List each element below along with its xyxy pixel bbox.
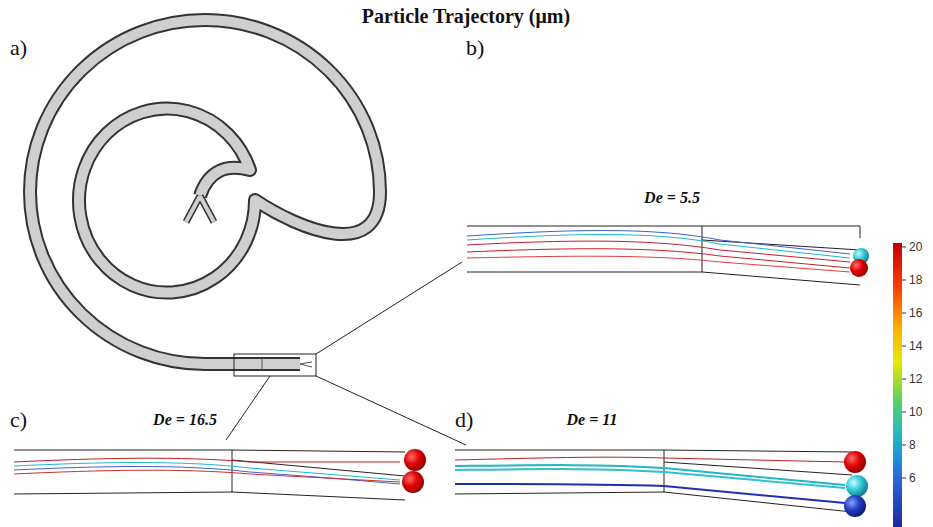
panel-letter: c) bbox=[10, 407, 27, 433]
outlet-view-b bbox=[467, 226, 869, 285]
color-bar-value: 8 bbox=[909, 438, 916, 452]
color-bar-value: 20 bbox=[909, 240, 922, 254]
spiral-channel bbox=[30, 20, 380, 370]
color-bar bbox=[893, 243, 902, 527]
panel-letter: d) bbox=[455, 407, 473, 433]
color-bar-value: 18 bbox=[909, 273, 922, 287]
outlet-view-d bbox=[455, 450, 868, 517]
zoom-lines bbox=[226, 262, 466, 445]
zoom-box bbox=[234, 354, 316, 376]
panel-letter: b) bbox=[466, 35, 484, 61]
dean-number: De = 16.5 bbox=[153, 411, 217, 429]
dean-number: De = 11 bbox=[567, 411, 618, 429]
panel-letter: a) bbox=[10, 35, 27, 61]
dean-number: De = 5.5 bbox=[644, 189, 700, 207]
color-bar-value: 10 bbox=[909, 405, 922, 419]
figure-title: Particle Trajectory (μm) bbox=[362, 5, 570, 28]
color-bar-value: 14 bbox=[909, 339, 922, 353]
color-bar-ticks bbox=[902, 247, 906, 478]
color-bar-value: 16 bbox=[909, 306, 922, 320]
color-bar-value: 6 bbox=[909, 471, 916, 485]
color-bar-value: 12 bbox=[909, 372, 922, 386]
outlet-view-c bbox=[14, 449, 426, 500]
